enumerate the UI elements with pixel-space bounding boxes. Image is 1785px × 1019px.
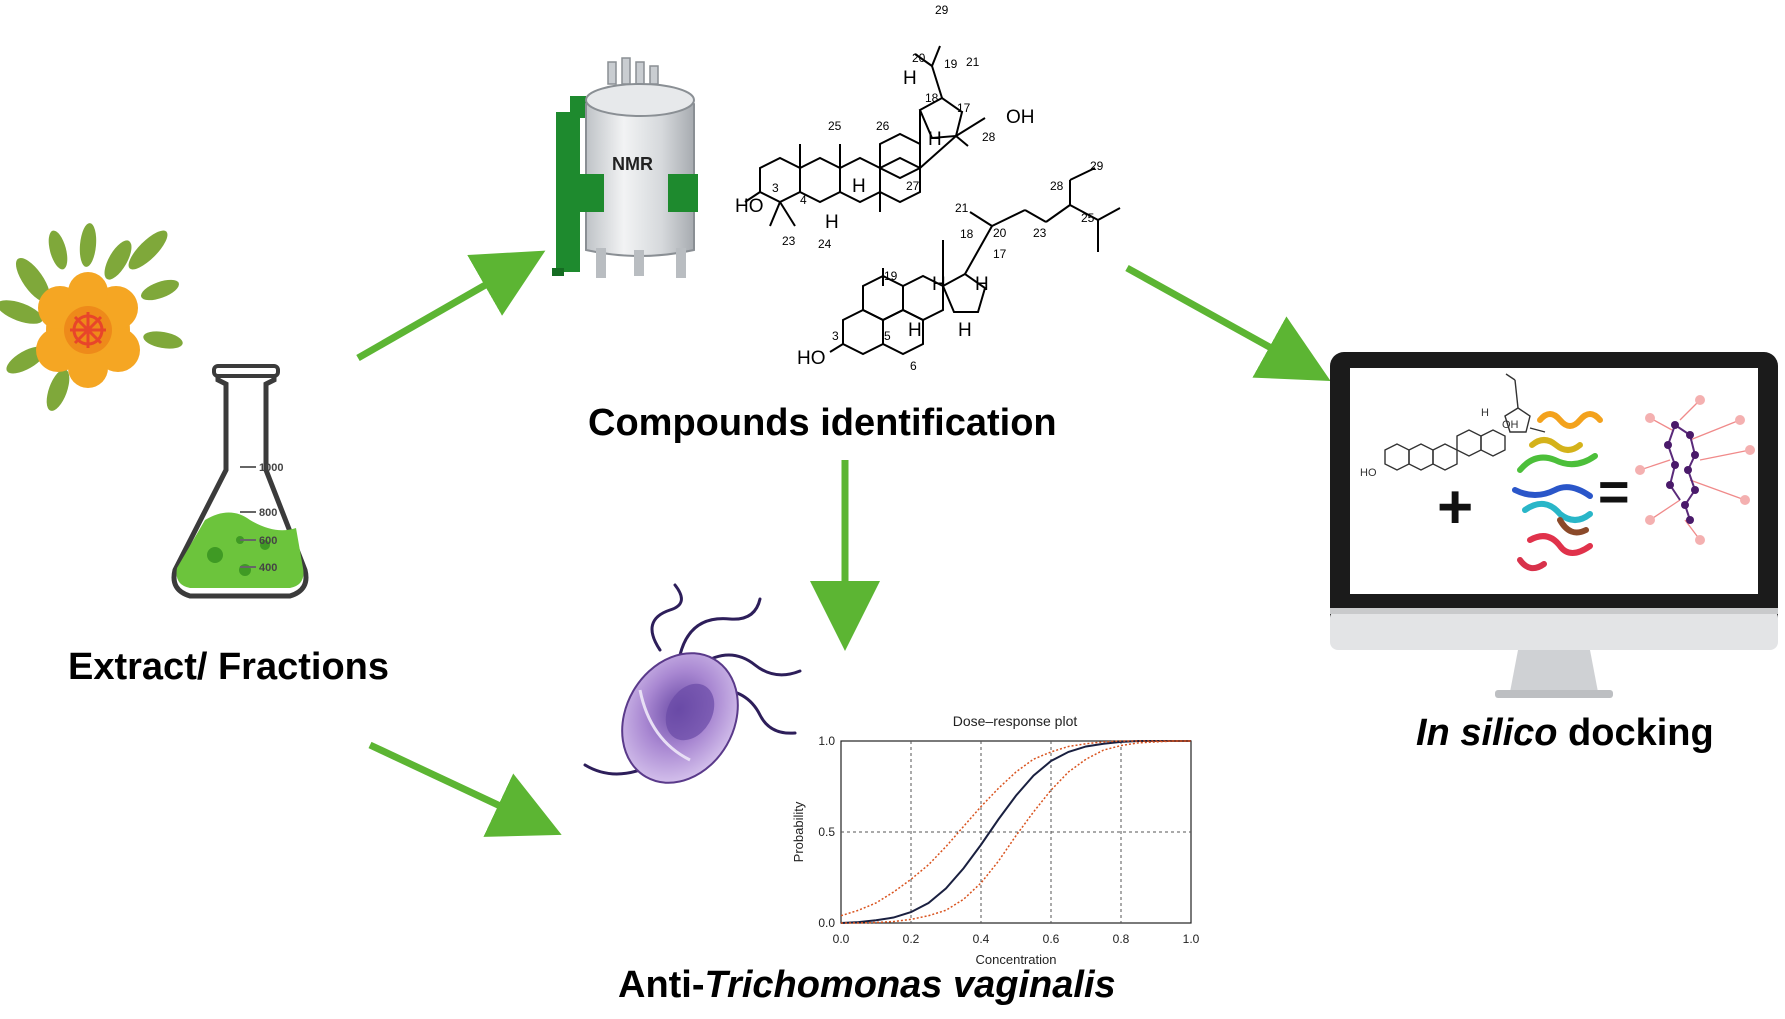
x-tick-label: 0.0: [833, 932, 850, 946]
trichomonas-italic: Trichomonas vaginalis: [704, 964, 1116, 1006]
arrow-compounds-to-docking: [1125, 264, 1331, 381]
atom-number: 20: [993, 226, 1007, 240]
x-tick-label: 0.8: [1113, 932, 1130, 946]
monitor-icon: [1330, 352, 1778, 698]
hydroxyl-group: HO: [735, 196, 764, 217]
atom-number: 23: [782, 234, 796, 248]
hydrogen-label: H: [852, 176, 866, 197]
y-tick-labels: 0.0 0.5 1.0: [818, 734, 835, 930]
in-silico-italic: In silico: [1416, 712, 1558, 754]
chart-grid: [841, 741, 1191, 923]
atom-number: 29: [1090, 159, 1104, 173]
y-tick-label: 0.5: [818, 825, 835, 839]
docking-illustration: HO OH H + =: [1360, 373, 1755, 572]
x-tick-label: 0.4: [973, 932, 990, 946]
x-tick-label: 0.6: [1043, 932, 1060, 946]
hydrogen-label: H: [825, 212, 839, 233]
hydrogen-label: H: [908, 320, 922, 341]
nmr-machine-icon: NMR: [552, 57, 698, 278]
atom-number: 17: [957, 101, 971, 115]
hydroxyl-group: OH: [1006, 107, 1035, 128]
y-tick-label: 1.0: [818, 734, 835, 748]
hydrogen-label: H: [932, 274, 946, 295]
atom-number: 21: [955, 201, 969, 215]
dose-response-chart: Dose–response plot 0.0 0.2 0.4 0.6 0.8 1.0 0.…: [791, 713, 1200, 967]
atom-number: 6: [910, 359, 917, 373]
atom-number: 19: [884, 269, 898, 283]
atom-number: 28: [1050, 179, 1064, 193]
atom-number: 17: [993, 247, 1007, 261]
hydrogen-label: H: [903, 68, 917, 89]
molecule-upper: [744, 45, 986, 227]
docking-plus: +: [1437, 473, 1473, 542]
atom-number: 18: [960, 227, 974, 241]
hydroxyl-group: HO: [797, 348, 826, 369]
docking-h-label: H: [1481, 407, 1489, 419]
arrow-extract-to-nmr: [356, 250, 546, 362]
atom-number: 26: [876, 119, 890, 133]
x-tick-label: 0.2: [903, 932, 920, 946]
protein-ribbon-icon: [1512, 411, 1603, 572]
atom-number: 23: [1033, 226, 1047, 240]
x-tick-label: 1.0: [1183, 932, 1200, 946]
flask-mark-1000: 1000: [259, 462, 283, 474]
molecule-lower-labels: 29 28 25 21 20 23 18 17 19 3 5 6 HO H H …: [797, 159, 1104, 373]
chart-ylabel: Probability: [791, 801, 806, 862]
trichomonas-cell-icon: [583, 583, 802, 784]
chart-title: Dose–response plot: [953, 713, 1078, 729]
atom-number: 3: [772, 181, 779, 195]
molecule-upper-labels: 29 20 19 21 18 17 28 25 26 27 3 4 23 24 …: [735, 3, 1035, 251]
atom-number: 4: [800, 193, 807, 207]
atom-number: 25: [828, 119, 842, 133]
atom-number: 21: [966, 55, 980, 69]
atom-number: 18: [925, 91, 939, 105]
arrows: [356, 250, 1331, 837]
chart-xlabel: Concentration: [976, 952, 1057, 967]
arrow-extract-to-assay: [368, 741, 562, 837]
docking-ho-label: HO: [1360, 467, 1377, 479]
atom-number: 3: [832, 329, 839, 343]
flask-mark-600: 600: [259, 535, 277, 547]
atom-number: 27: [906, 179, 920, 193]
atom-number: 25: [1081, 211, 1095, 225]
atom-number: 5: [884, 329, 891, 343]
docking-oh-label: OH: [1502, 419, 1519, 431]
docking-equals: =: [1598, 462, 1630, 522]
lower-confidence-curve: [841, 740, 1191, 924]
extract-fractions-label: Extract/ Fractions: [68, 646, 389, 688]
compounds-identification-label: Compounds identification: [588, 402, 1057, 444]
hydrogen-label: H: [958, 320, 972, 341]
interaction-map-icon: [1635, 395, 1755, 545]
flask-mark-800: 800: [259, 507, 277, 519]
nmr-label: NMR: [612, 154, 653, 174]
y-tick-label: 0.0: [818, 916, 835, 930]
flask-icon: 1000 800 600 400: [171, 364, 309, 599]
anti-prefix: Anti-: [618, 964, 705, 1006]
chart-series: [840, 740, 1191, 924]
atom-number: 19: [944, 57, 958, 71]
hydrogen-label: H: [928, 129, 942, 150]
flower-icon: [0, 223, 183, 411]
in-silico-docking-label: In silico docking: [1416, 712, 1714, 755]
anti-trichomonas-label: Anti-Trichomonas vaginalis: [618, 964, 1116, 1007]
x-tick-labels: 0.0 0.2 0.4 0.6 0.8 1.0: [833, 932, 1200, 946]
atom-number: 24: [818, 237, 832, 251]
atom-number: 20: [912, 51, 926, 65]
docking-word: docking: [1557, 712, 1714, 754]
flask-mark-400: 400: [259, 562, 277, 574]
upper-confidence-curve: [840, 740, 1191, 917]
atom-number: 29: [935, 3, 949, 17]
hydrogen-label: H: [975, 274, 989, 295]
molecule-lower: [829, 167, 1121, 356]
atom-number: 28: [982, 130, 996, 144]
